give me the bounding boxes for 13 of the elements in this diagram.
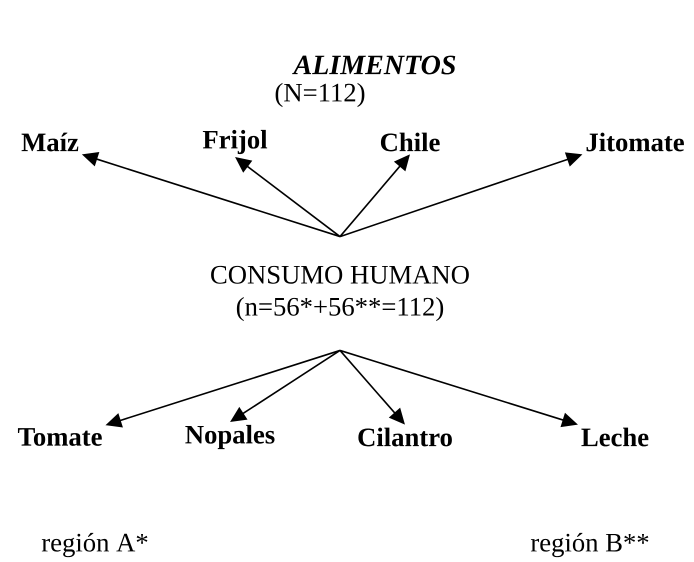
food-label: Nopales [185,424,275,450]
food-label: Leche [581,428,648,446]
food-label: Frijol [202,130,268,154]
note-text: región B** [530,532,648,558]
food-label: Jitomate [586,132,684,152]
note-text: región A* [42,532,148,558]
category-label: CONSUMO HUMANO (n=56*+56**=112) [211,266,469,322]
food-label: Maíz [22,132,78,152]
food-label: Tomate [18,428,102,446]
title: ALIMENTOS [292,56,456,74]
note-text: (N=112) [276,82,364,108]
food-label: Chile [380,132,440,152]
food-label: Cilantro [358,428,452,446]
